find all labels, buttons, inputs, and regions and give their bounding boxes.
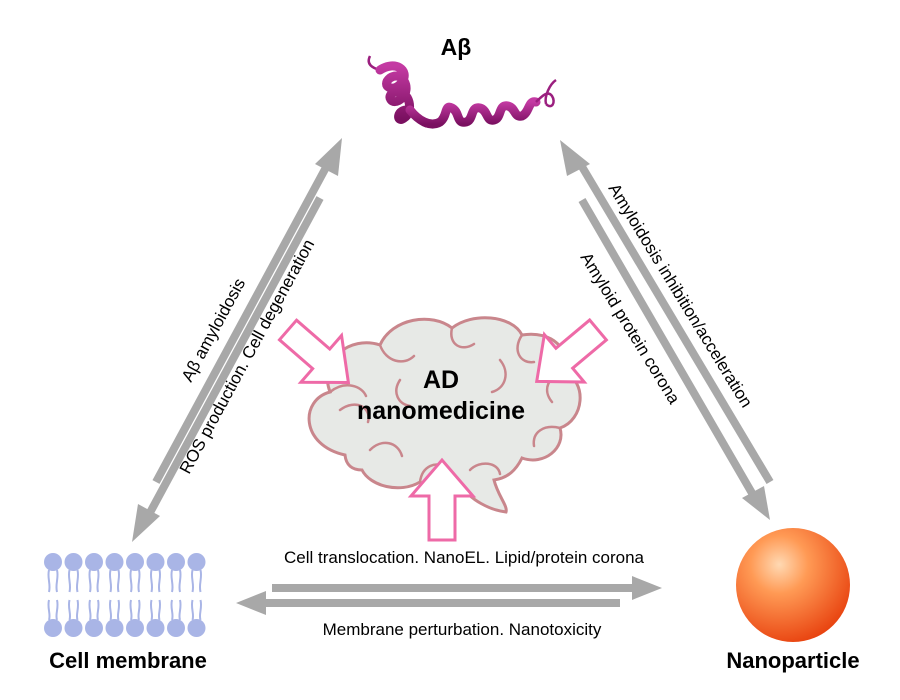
cell-membrane-icon xyxy=(44,553,206,637)
pink-arrow-left-icon xyxy=(277,318,351,384)
brain-icon xyxy=(307,316,582,514)
nanoparticle-icon xyxy=(736,528,850,642)
pink-arrow-bottom-icon xyxy=(407,457,477,542)
cell-membrane-label: Cell membrane xyxy=(49,648,207,673)
center-label-line2: nanomedicine xyxy=(357,397,525,425)
bottom-top-label: Cell translocation. NanoEL. Lipid/protei… xyxy=(284,548,645,567)
nanoparticle-label: Nanoparticle xyxy=(726,648,859,673)
abeta-label: Aβ xyxy=(441,34,472,60)
left-arrows xyxy=(132,138,342,542)
center-label-line1: AD xyxy=(423,366,459,394)
right-arrows xyxy=(560,140,774,520)
bottom-bottom-label: Membrane perturbation. Nanotoxicity xyxy=(323,620,602,639)
abeta-helix-icon xyxy=(367,55,557,129)
pink-arrow-right-icon xyxy=(534,317,609,384)
pink-arrows xyxy=(277,317,609,542)
bottom-arrows xyxy=(236,576,662,615)
